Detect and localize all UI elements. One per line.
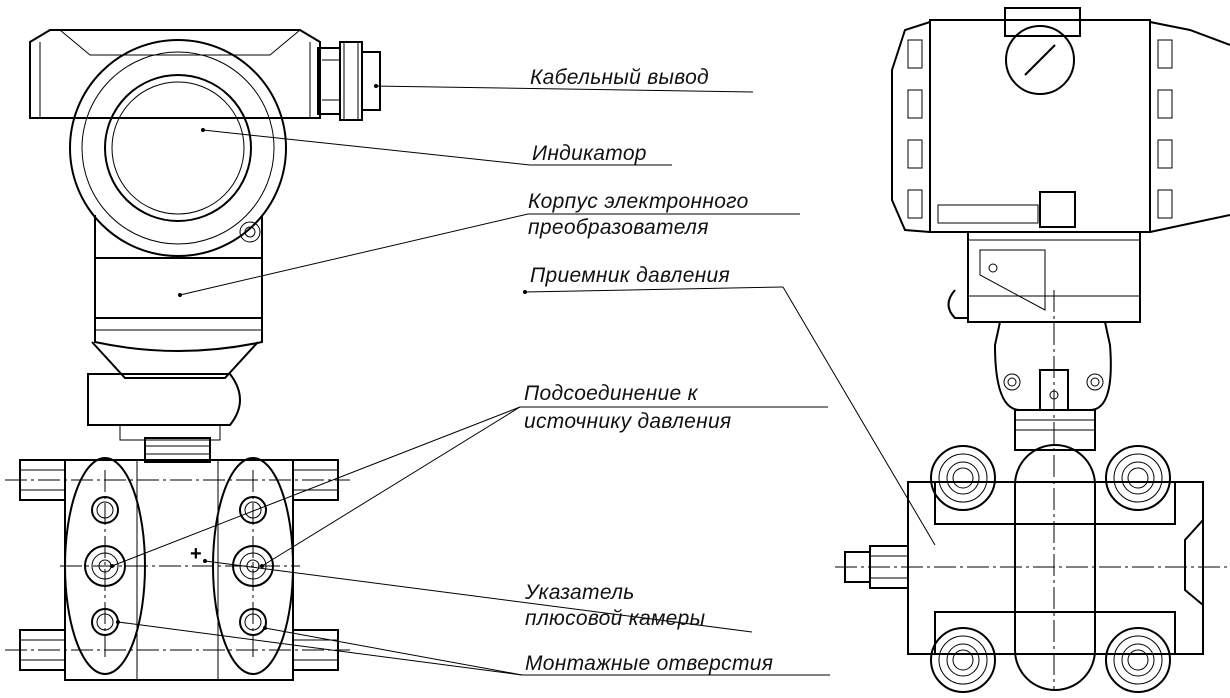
label-pressure-receiver: Приемник давления	[530, 264, 731, 287]
indicator-cover	[69, 39, 287, 257]
front-flange	[5, 457, 350, 681]
leader-lines	[110, 84, 936, 676]
side-flange	[835, 290, 1228, 693]
front-neck	[87, 215, 263, 463]
label-mounting-holes: Монтажные отверстия	[525, 652, 774, 675]
front-housing	[29, 29, 381, 121]
plus-chamber-mark: +	[190, 543, 202, 565]
side-bolt-heads	[930, 445, 1171, 693]
front-bolts	[19, 459, 339, 671]
label-housing-line2: преобразователя	[528, 216, 709, 239]
label-connection-line1: Подсоединение к	[524, 382, 698, 405]
front-view	[5, 29, 381, 681]
side-view	[835, 7, 1230, 693]
label-plus-pointer-line2: плюсовой камеры	[525, 607, 706, 630]
label-connection-line2: источнику давления	[524, 410, 732, 433]
label-cable-outlet: Кабельный вывод	[530, 66, 709, 89]
label-housing-line1: Корпус электронного	[528, 190, 749, 213]
side-neck	[947, 232, 1141, 451]
side-housing	[891, 7, 1230, 233]
label-indicator: Индикатор	[532, 142, 647, 165]
label-plus-pointer-line1: Указатель	[525, 581, 635, 604]
